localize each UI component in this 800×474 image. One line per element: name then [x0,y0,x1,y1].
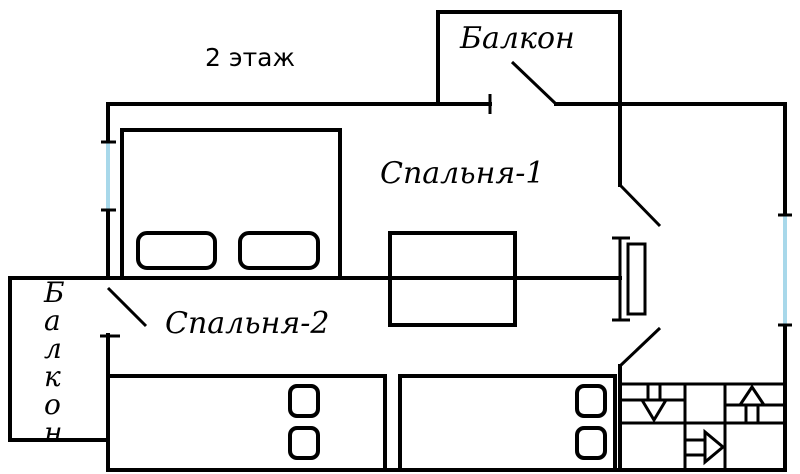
arrow-up-icon [737,384,767,423]
balcony-left-letter: о [44,388,61,421]
balcony-top: Балкон [436,10,622,114]
balcony-door [510,60,558,106]
arrow-down-icon [639,384,669,423]
inner-wall [612,102,662,472]
pillow [136,231,217,270]
single-bed [398,374,617,472]
door-bedroom-1 [618,183,662,228]
double-bed [120,128,342,280]
arrow-right-icon [703,428,726,466]
door-bedroom-2 [618,326,662,368]
balcony-top-label: Балкон [459,21,575,56]
table [388,231,517,327]
balcony-left-letter: н [44,416,62,449]
pillow [238,231,320,270]
single-bed [106,374,387,472]
balcony-left-letter: л [44,332,62,365]
balcony-left-letter: к [44,360,61,393]
stairs [620,382,785,470]
balcony-left: Б а л к о о н [8,276,622,449]
balcony-left-letter: Б [43,276,65,309]
floor-label: 2 этаж [205,43,295,72]
wardrobe [626,242,647,316]
bedroom-2-label: Спальня-2 [165,306,329,341]
balcony-left-door [106,286,148,328]
balcony-left-letter: а [44,304,61,337]
bedroom-1-label: Спальня-1 [380,156,544,191]
